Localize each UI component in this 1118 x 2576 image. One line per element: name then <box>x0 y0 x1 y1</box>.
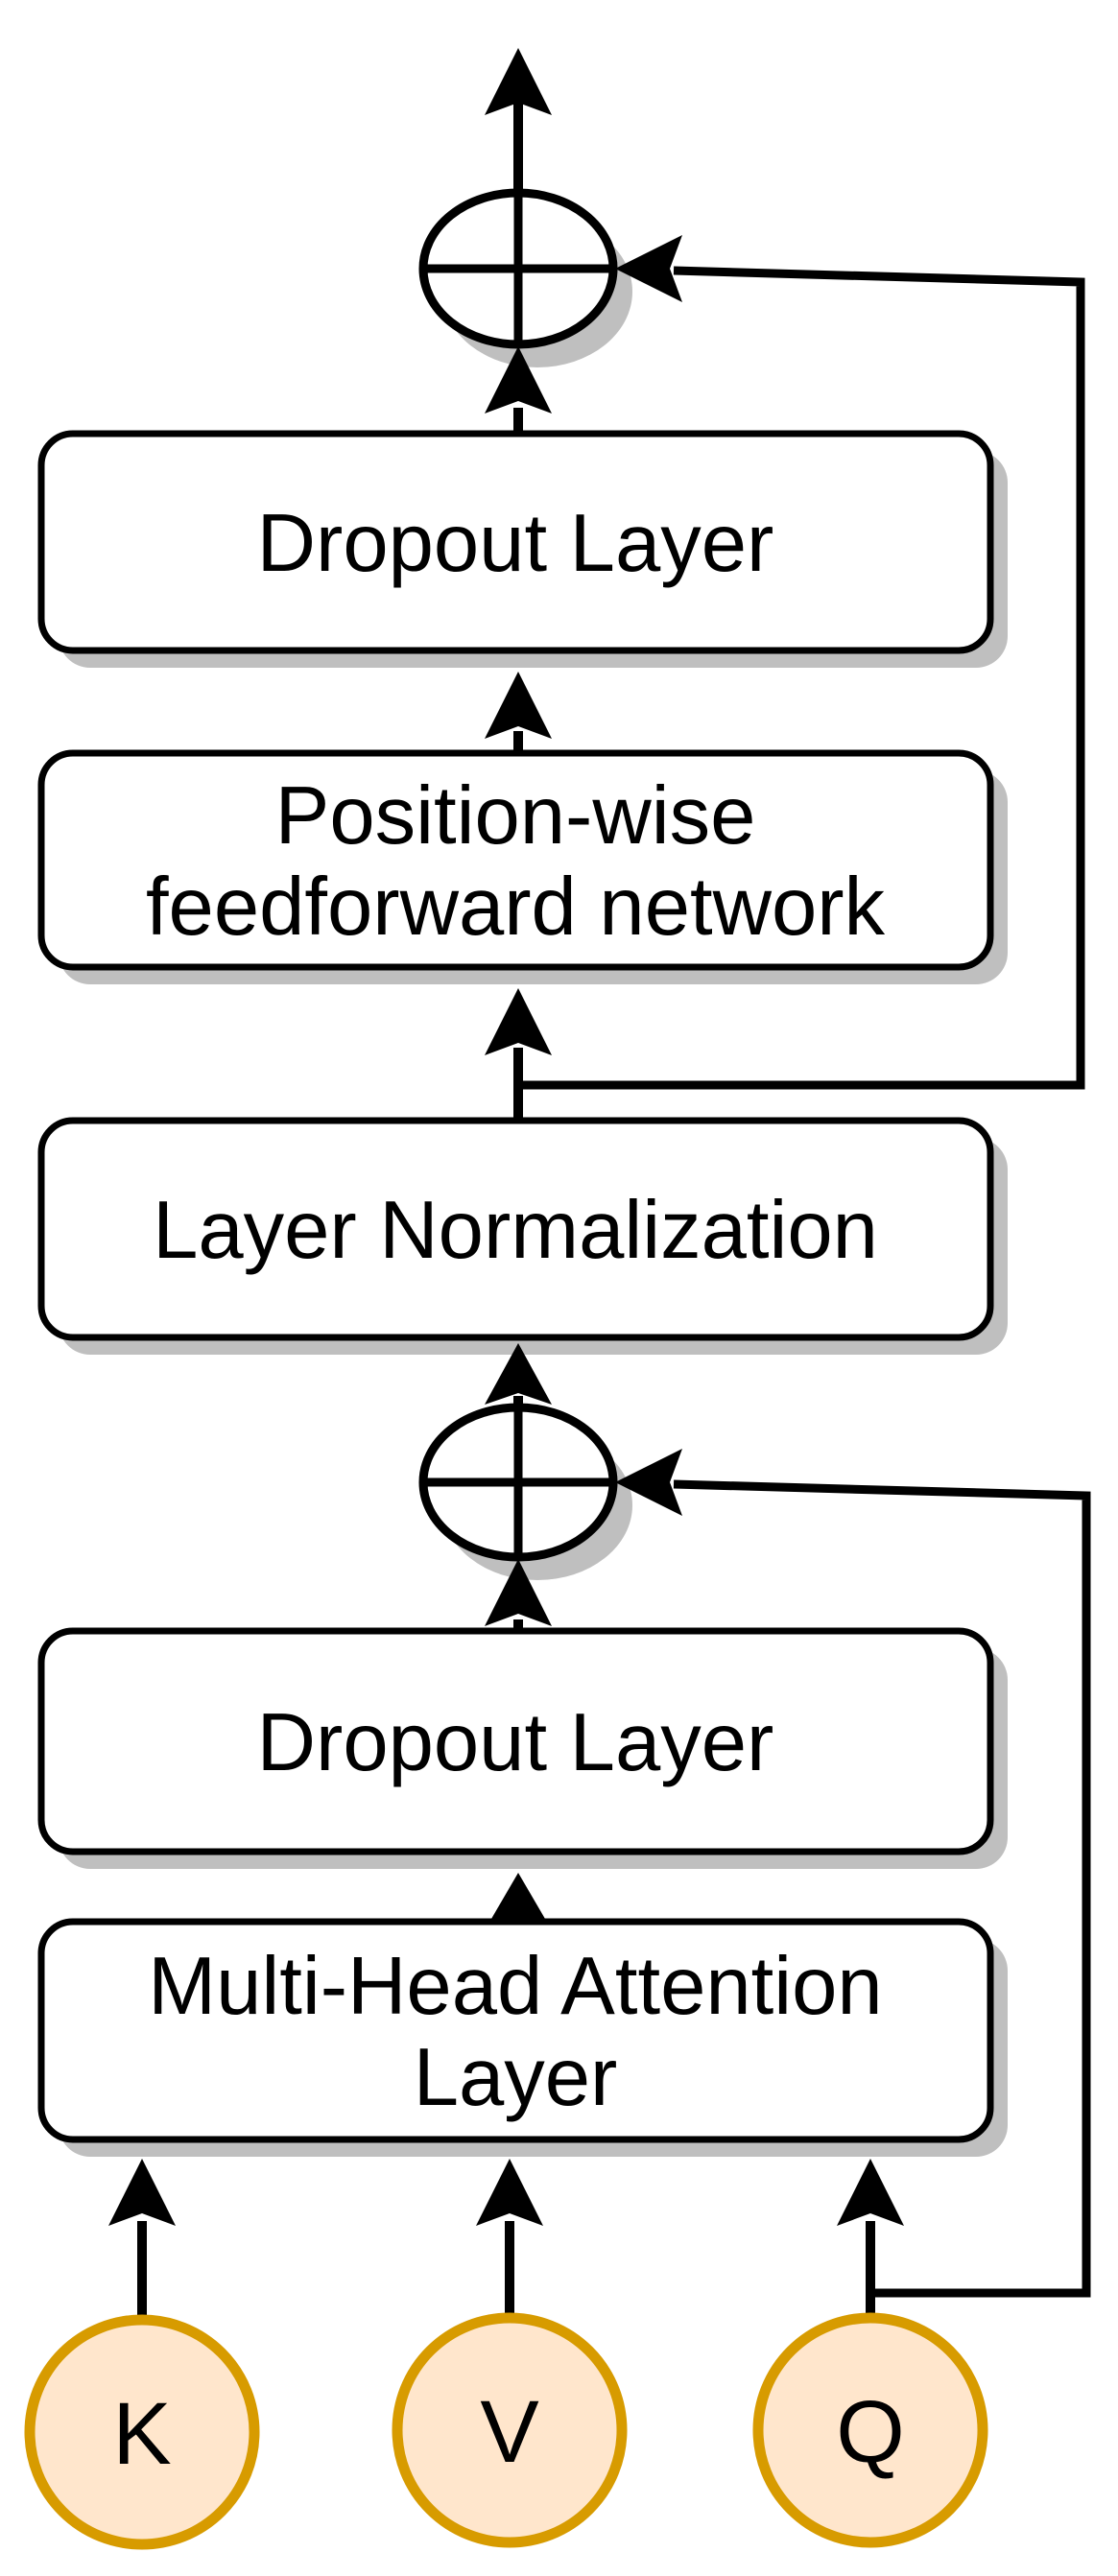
arrow-v-to-mha-head-icon <box>476 2159 543 2226</box>
add-node-bottom <box>418 1403 618 1562</box>
dropout-top-box <box>37 430 994 654</box>
dropout-bottom-label: Dropout Layer <box>257 1697 774 1788</box>
arrow-dropout-bottom-to-add-head-icon <box>485 1559 552 1626</box>
mha-label-line1: Multi-Head Attention <box>148 1941 882 2032</box>
input-q-label: Q <box>836 2383 905 2481</box>
input-k-node: K <box>24 2314 260 2550</box>
arrow-ffn-to-dropout-head-icon <box>485 672 552 739</box>
dropout-top-label: Dropout Layer <box>257 498 774 589</box>
input-v-circle <box>392 2312 628 2548</box>
residual-connection-top <box>514 266 1085 1090</box>
ffn-box <box>37 749 994 971</box>
add-node-top <box>418 188 618 349</box>
dropout-bottom-node: Dropout Layer <box>37 1627 994 1855</box>
input-q-circle <box>752 2312 988 2548</box>
arrow-k-to-mha-head-icon <box>108 2159 176 2226</box>
output-arrowhead-icon <box>485 48 552 115</box>
mha-box <box>37 1918 994 2143</box>
mha-label-line2: Layer <box>414 2032 618 2123</box>
arrow-add-to-layernorm-head-icon <box>485 1343 552 1405</box>
arrow-mha-to-dropout-head-icon <box>485 1873 552 1930</box>
input-v-node: V <box>392 2312 628 2548</box>
arrow-dropout-top-to-add-head-icon <box>485 346 552 414</box>
layer-norm-label: Layer Normalization <box>153 1185 878 1276</box>
layer-norm-box <box>37 1117 994 1341</box>
input-k-circle <box>24 2314 260 2550</box>
input-v-label: V <box>480 2383 538 2481</box>
arrow-q-to-mha-head-icon <box>837 2159 904 2226</box>
input-q-node: Q <box>752 2312 988 2548</box>
ffn-label-line2: feedforward network <box>146 862 886 953</box>
residual-top-arrowhead-icon <box>615 235 682 302</box>
ffn-label-line1: Position-wise <box>275 770 756 862</box>
dropout-top-node: Dropout Layer <box>37 430 994 654</box>
input-k-label: K <box>112 2385 171 2483</box>
residual-connection-bottom <box>673 1479 1091 2298</box>
arrow-layernorm-to-ffn-head-icon <box>485 988 552 1055</box>
layer-norm-node: Layer Normalization <box>37 1117 994 1341</box>
mha-node: Multi-Head Attention Layer <box>37 1918 994 2143</box>
residual-bottom-arrowhead-icon <box>615 1449 682 1516</box>
dropout-bottom-box <box>37 1627 994 1855</box>
ffn-node: Position-wise feedforward network <box>37 749 994 971</box>
